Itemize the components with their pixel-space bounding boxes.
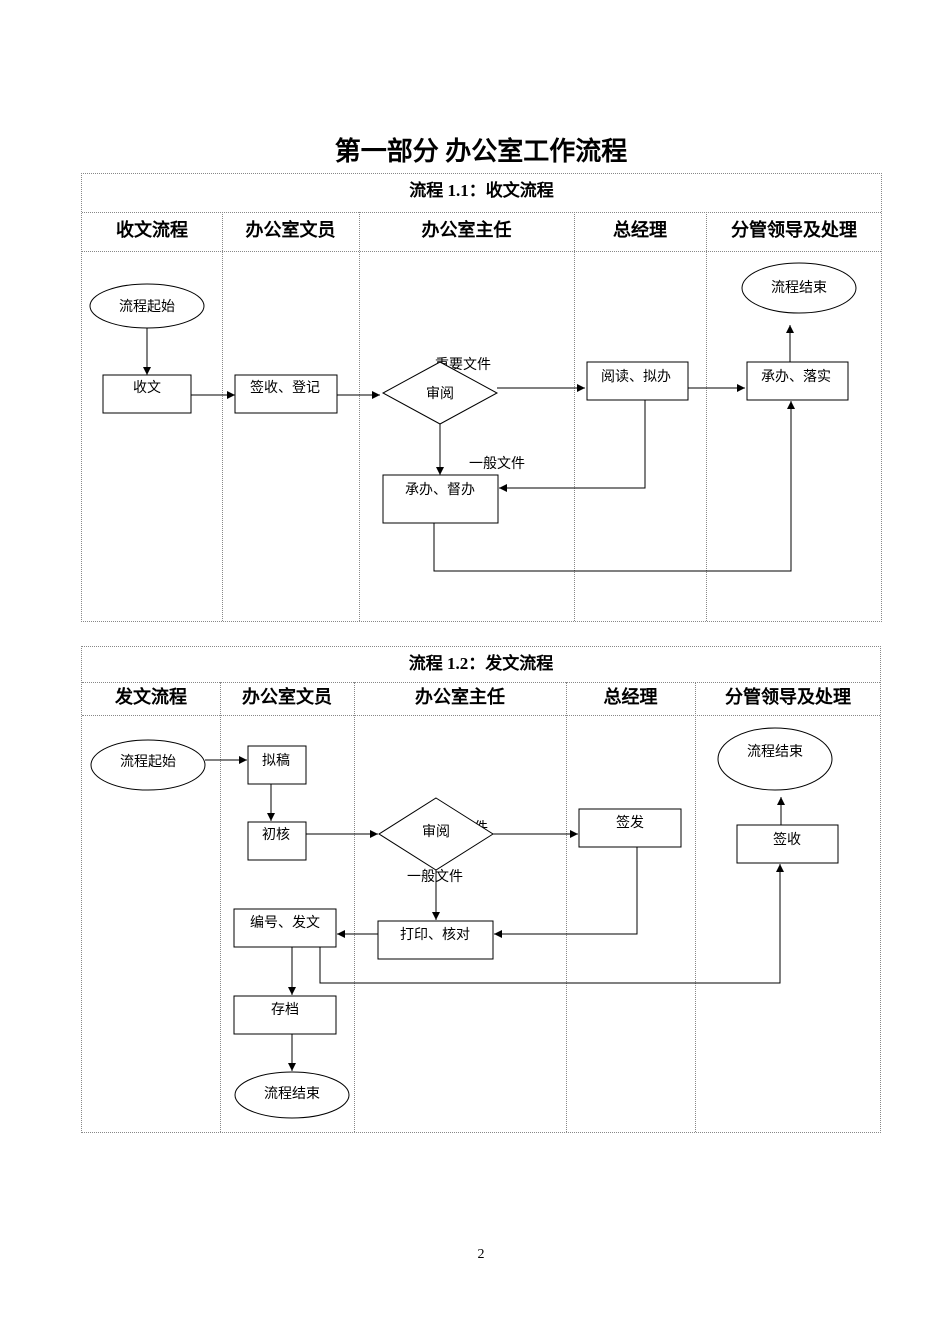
receive-flow-table: 流程 1.1：收文流程 收文流程 办公室文员 办公室主任 总经理 分管领导及处理 bbox=[81, 173, 882, 622]
column-header-process: 发文流程 bbox=[115, 687, 187, 707]
flow1-connectors bbox=[143, 325, 795, 572]
flow2-connectors bbox=[205, 756, 785, 1071]
print-verify-box bbox=[377, 920, 494, 960]
column-header-leader: 分管领导及处理 bbox=[725, 687, 851, 707]
send-flow-title: 流程 1.2：发文流程 bbox=[408, 654, 554, 673]
read-draft-box bbox=[586, 361, 689, 401]
draft-box bbox=[247, 745, 307, 785]
receive-box-label: 收文 bbox=[133, 380, 161, 396]
end-node bbox=[717, 727, 833, 791]
column-header-leader: 分管领导及处理 bbox=[731, 220, 857, 240]
connector bbox=[494, 847, 638, 938]
general-docs-label: 一般文件 bbox=[407, 869, 463, 885]
connector bbox=[433, 401, 795, 572]
sign-receive-box bbox=[736, 824, 839, 864]
connector bbox=[499, 400, 646, 492]
column-header-director: 办公室主任 bbox=[421, 220, 512, 240]
end-node bbox=[741, 262, 857, 314]
column-divider bbox=[220, 682, 221, 1132]
read-draft-label: 阅读、拟办 bbox=[601, 368, 671, 385]
end-node-label: 流程结束 bbox=[747, 744, 803, 760]
column-header-gm: 总经理 bbox=[613, 220, 667, 240]
column-divider bbox=[354, 682, 355, 1132]
column-header-gm: 总经理 bbox=[603, 687, 658, 707]
check-box-label: 初核 bbox=[262, 826, 290, 843]
number-send-label: 编号、发文 bbox=[250, 915, 320, 931]
table-divider bbox=[82, 682, 880, 683]
column-divider bbox=[222, 212, 223, 621]
print-verify-label: 打印、核对 bbox=[400, 926, 470, 943]
page-number: 2 bbox=[477, 1247, 485, 1262]
table-divider bbox=[82, 212, 881, 213]
start-node-label: 流程起始 bbox=[120, 754, 176, 770]
sign-receive-label: 签收 bbox=[773, 831, 801, 848]
sign-register-label: 签收、登记 bbox=[250, 379, 320, 396]
table-divider bbox=[82, 251, 881, 252]
handle-supervise-label: 承办、督办 bbox=[405, 482, 475, 498]
column-divider bbox=[695, 682, 696, 1132]
end-node bbox=[234, 1071, 350, 1119]
send-flow-table: 流程 1.2：发文流程 发文流程 办公室文员 办公室主任 总经理 分管领导及处理 bbox=[81, 646, 881, 1133]
general-docs-label: 一般文件 bbox=[469, 456, 525, 472]
archive-label: 存档 bbox=[271, 1002, 299, 1018]
check-box bbox=[247, 821, 307, 861]
handle-supervise-box bbox=[382, 474, 499, 524]
review-decision-label: 审阅 bbox=[426, 386, 454, 402]
start-node bbox=[90, 739, 206, 791]
archive-box bbox=[233, 995, 337, 1035]
review-decision-label: 审阅 bbox=[422, 824, 450, 840]
receive-flow-title: 流程 1.1：收文流程 bbox=[409, 181, 554, 200]
sign-register-box bbox=[234, 374, 338, 414]
page-title: 第一部分 办公室工作流程 bbox=[334, 137, 628, 166]
column-header-director: 办公室主任 bbox=[415, 687, 505, 707]
column-header-clerk: 办公室文员 bbox=[242, 687, 332, 707]
issue-box-label: 签发 bbox=[616, 814, 644, 831]
end-node-label: 流程结束 bbox=[264, 1086, 320, 1102]
column-divider bbox=[359, 212, 360, 621]
column-divider bbox=[706, 212, 707, 621]
end-node-label: 流程结束 bbox=[771, 280, 827, 296]
start-node-label: 流程起始 bbox=[119, 299, 175, 315]
execute-box bbox=[746, 361, 849, 401]
connector bbox=[319, 864, 784, 984]
execute-label: 承办、落实 bbox=[761, 369, 831, 385]
draft-box-label: 拟稿 bbox=[262, 753, 290, 769]
number-send-box bbox=[233, 908, 337, 948]
column-divider bbox=[566, 682, 567, 1132]
column-header-clerk: 办公室文员 bbox=[245, 220, 336, 240]
table-divider bbox=[82, 715, 880, 716]
column-header-process: 收文流程 bbox=[116, 220, 188, 240]
column-divider bbox=[574, 212, 575, 621]
issue-box bbox=[578, 808, 682, 848]
